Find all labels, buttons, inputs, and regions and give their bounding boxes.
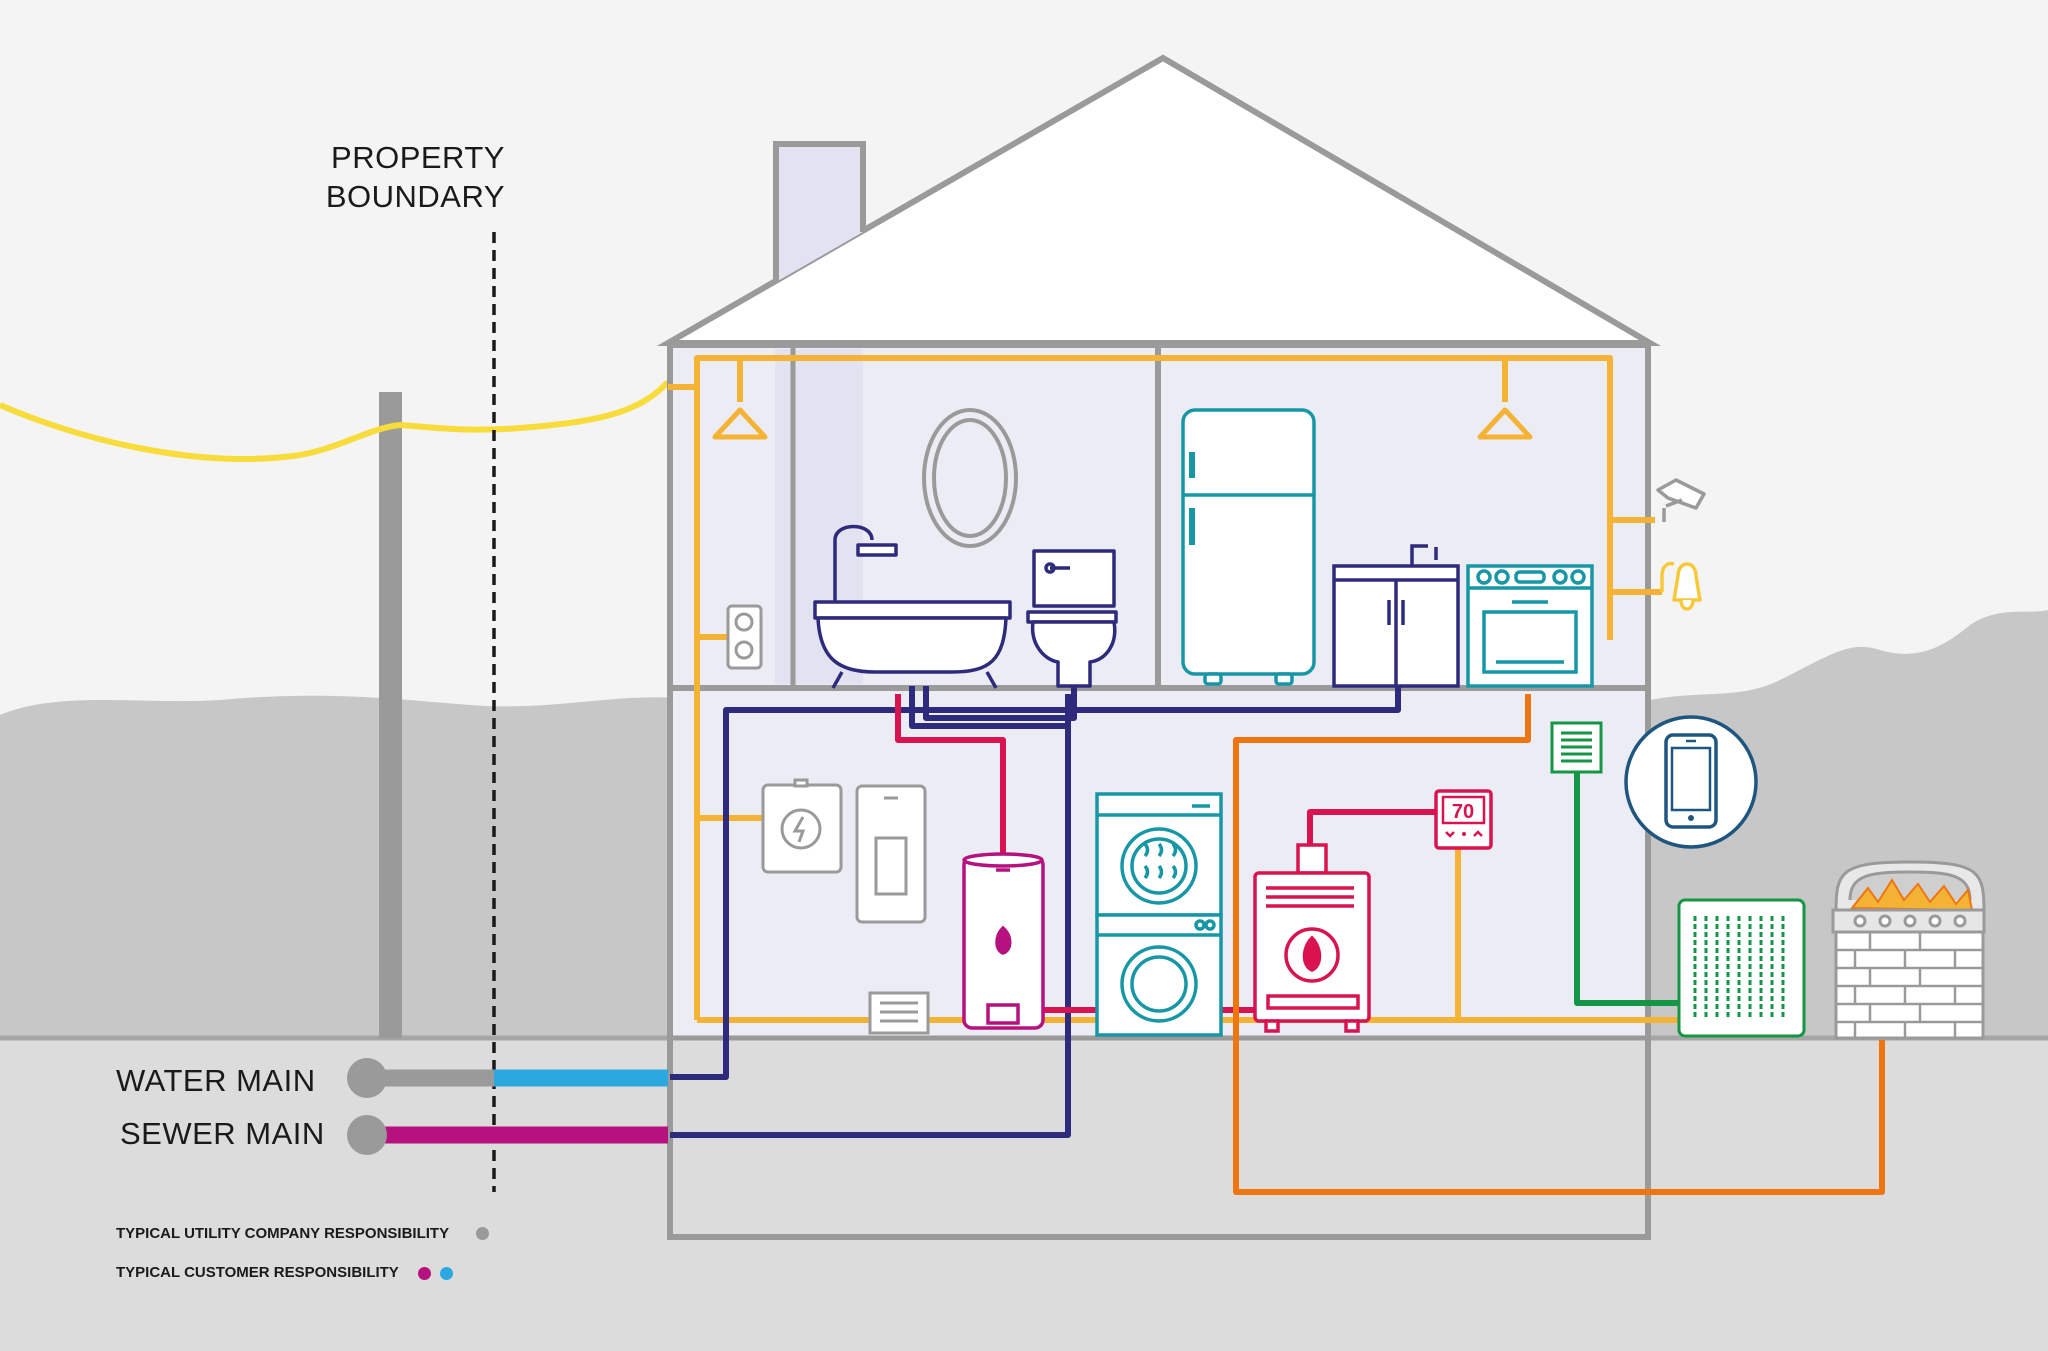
furnace-icon [1253,843,1371,1033]
fire-pit-icon [1831,860,1986,1040]
legend-utility-dot [476,1227,489,1240]
electrical-panel-icon [855,784,927,924]
water-main-end [347,1058,387,1098]
legend-customer-dot-sewer [418,1267,431,1280]
thermostat-icon: 70 [1434,789,1493,850]
water-main-label: WATER MAIN [116,1063,316,1098]
property-boundary-line1: PROPERTY [331,140,505,175]
toilet-icon [1026,549,1118,688]
sewer-main-label: SEWER MAIN [120,1116,325,1151]
thermostat-display: 70 [1452,801,1474,823]
chimney-icon [773,141,866,282]
utility-pole-icon [379,392,402,1038]
security-camera-icon [1656,478,1706,522]
floor-vent-icon [868,991,930,1035]
legend-customer-dot-water [440,1267,453,1280]
communication-line [1574,772,1679,1006]
smartphone-icon [1624,715,1758,849]
drain-lines [670,686,1401,1138]
gas-line [1233,694,1885,1195]
legend-utility-text: TYPICAL UTILITY COMPANY RESPONSIBILITY [116,1225,450,1242]
oven-range-icon [1466,564,1594,688]
property-boundary-label: PROPERTY BOUNDARY [280,138,505,216]
mirror-icon [922,408,1018,548]
legend-customer-text: TYPICAL CUSTOMER RESPONSIBILITY [116,1264,399,1281]
bathtub-icon [813,524,1012,689]
power-cable [0,379,671,462]
water-heater-icon [962,852,1045,1030]
sewer-main-end [347,1115,387,1155]
ev-charger-icon [761,778,843,874]
wall-outlet-icon [726,604,763,670]
washer-dryer-icon [1095,792,1223,1037]
property-boundary-line2: BOUNDARY [325,179,505,214]
wall-vent-icon [1550,721,1603,774]
sink-cabinet-icon [1332,544,1460,688]
refrigerator-icon [1181,408,1316,686]
ceiling-light-icon [712,407,1533,440]
hvac-unit-icon [1677,898,1806,1038]
doorbell-icon [1660,561,1702,611]
